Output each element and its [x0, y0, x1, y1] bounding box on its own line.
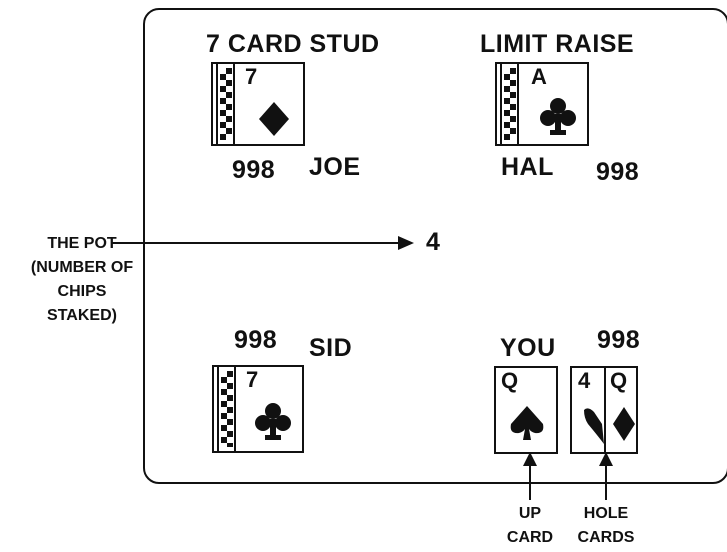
hole-card-rank: 4 — [578, 370, 590, 392]
card-back — [497, 64, 519, 144]
diamond-icon — [612, 406, 636, 442]
hal-up-card: A — [495, 62, 589, 146]
up-card-arrow-line — [529, 462, 531, 500]
you-up-card: Q — [494, 366, 558, 454]
card-rank: 7 — [245, 66, 257, 88]
joe-up-card: 7 — [211, 62, 305, 146]
hole-cards-label-line: HOLE — [568, 502, 644, 526]
pot-label-line: (NUMBER OF — [22, 256, 142, 280]
pot-arrow-line — [112, 242, 408, 244]
game-title: 7 CARD STUD — [206, 32, 380, 57]
up-card-label-line: CARD — [500, 526, 560, 550]
joe-name: JOE — [309, 155, 361, 180]
card-rank: 7 — [246, 369, 258, 391]
hal-name: HAL — [501, 155, 554, 180]
pot-amount: 4 — [426, 230, 440, 255]
you-hole-cards: 4 Q — [570, 366, 638, 454]
card-rank: A — [531, 66, 547, 88]
pot-label-line: STAKED) — [22, 304, 142, 328]
club-icon — [254, 401, 292, 443]
hole-cards-label-line: CARDS — [568, 526, 644, 550]
card-divider — [604, 368, 606, 452]
you-name: YOU — [500, 336, 556, 361]
up-card-annotation: UP CARD — [500, 502, 560, 550]
pot-annotation: THE POT (NUMBER OF CHIPS STAKED) — [22, 232, 142, 328]
card-back — [213, 64, 235, 144]
hole-cards-annotation: HOLE CARDS — [568, 502, 644, 550]
joe-chips: 998 — [232, 158, 275, 183]
club-icon — [539, 96, 577, 138]
diamond-icon — [257, 100, 291, 138]
hal-chips: 998 — [596, 160, 639, 185]
sid-chips: 998 — [234, 328, 277, 353]
hole-card-rank: Q — [610, 370, 627, 392]
hole-cards-arrow-line — [605, 462, 607, 500]
betting-rule: LIMIT RAISE — [480, 32, 634, 57]
heart-icon — [584, 406, 604, 444]
pot-label-line: CHIPS — [22, 280, 142, 304]
card-rank: Q — [501, 370, 518, 392]
spade-icon — [508, 404, 546, 444]
up-card-label-line: UP — [500, 502, 560, 526]
arrow-right-icon — [398, 236, 414, 250]
sid-name: SID — [309, 336, 352, 361]
you-chips: 998 — [597, 328, 640, 353]
sid-up-card: 7 — [212, 365, 304, 453]
pot-label-line: THE POT — [22, 232, 142, 256]
card-back — [214, 367, 236, 451]
